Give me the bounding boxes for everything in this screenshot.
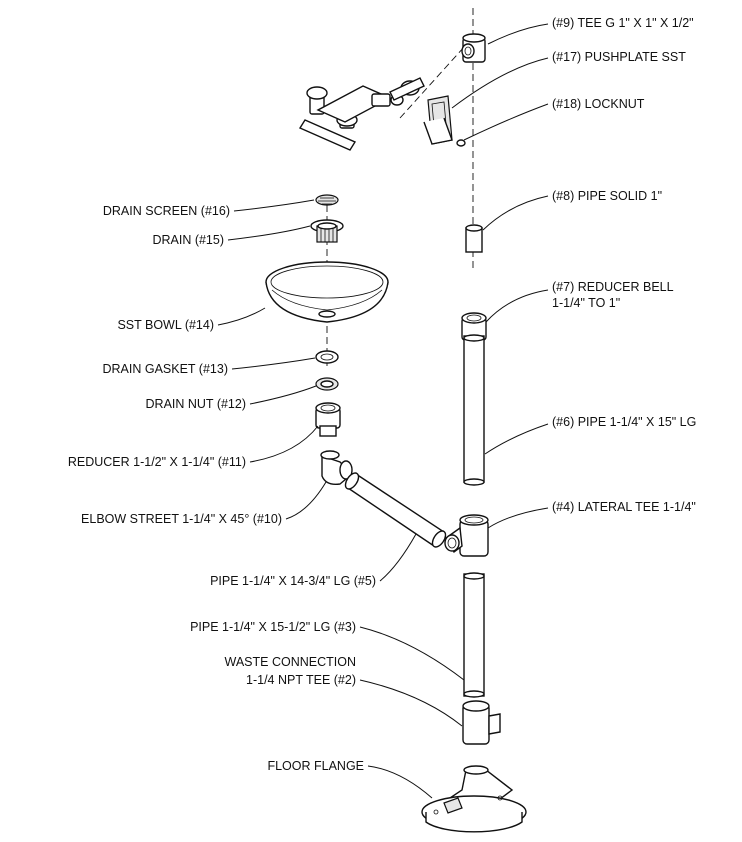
leader-tee — [487, 23, 549, 45]
label-drain-gasket: DRAIN GASKET (#13) — [102, 362, 228, 376]
leader-locknut — [463, 103, 549, 141]
label-drain: DRAIN (#15) — [152, 233, 224, 247]
label-reducer: REDUCER 1-1/2" X 1-1/4" (#11) — [68, 455, 246, 469]
leader-pipe-6 — [484, 423, 549, 455]
leader-pushplate — [451, 57, 549, 109]
label-drain-screen: DRAIN SCREEN (#16) — [103, 204, 230, 218]
leader-lines — [217, 23, 549, 799]
leader-lateral-tee — [487, 507, 549, 529]
label-sst-bowl: SST BOWL (#14) — [117, 318, 214, 332]
floor-flange-part — [421, 765, 527, 833]
locknut-part — [456, 139, 466, 147]
eyewash-head-part — [298, 77, 425, 151]
leader-sst-bowl — [217, 307, 266, 326]
leader-pipe-5 — [379, 533, 417, 582]
label-reducer-bell-line1: (#7) REDUCER BELL — [552, 280, 674, 294]
drain-screen-part — [315, 194, 339, 206]
leader-floor-flange — [367, 765, 433, 799]
label-floor-flange: FLOOR FLANGE — [267, 759, 364, 773]
leader-waste-tee — [359, 679, 463, 727]
waste-tee-part — [462, 700, 501, 745]
label-lateral-tee: (#4) LATERAL TEE 1-1/4" — [552, 500, 696, 514]
label-tee: (#9) TEE G 1" X 1" X 1/2" — [552, 16, 694, 30]
leader-drain — [227, 225, 311, 241]
label-waste-line1: WASTE CONNECTION — [225, 655, 356, 669]
pipe-6-part — [463, 334, 485, 486]
label-waste-line2: 1-1/4 NPT TEE (#2) — [246, 673, 356, 687]
leader-drain-screen — [233, 199, 315, 212]
label-reducer-bell-line2: 1-1/4" TO 1" — [552, 296, 620, 310]
leader-pipe-solid — [482, 195, 549, 231]
pipe-3-part — [463, 572, 485, 698]
leader-reducer — [249, 425, 319, 463]
pipe-solid-part — [465, 224, 483, 253]
pushplate-part — [423, 95, 453, 145]
drain-gasket-part — [315, 350, 339, 364]
label-pipe-solid: (#8) PIPE SOLID 1" — [552, 189, 662, 203]
leader-drain-gasket — [231, 357, 316, 370]
drain-part — [310, 219, 344, 243]
leader-reducer-bell — [485, 289, 549, 323]
label-pipe-6: (#6) PIPE 1-1/4" X 15" LG — [552, 415, 696, 429]
leader-pipe-3 — [359, 626, 465, 681]
leader-elbow — [285, 481, 327, 520]
label-pipe-5: PIPE 1-1/4" X 14-3/4" LG (#5) — [210, 574, 376, 588]
sst-bowl-part — [265, 261, 389, 323]
label-drain-nut: DRAIN NUT (#12) — [146, 397, 246, 411]
head-centerline — [399, 45, 466, 119]
drain-nut-part — [315, 377, 339, 391]
label-pushplate: (#17) PUSHPLATE SST — [552, 50, 686, 64]
label-elbow: ELBOW STREET 1-1/4" X 45° (#10) — [81, 512, 282, 526]
elbow-part — [320, 450, 354, 486]
reducer-bell-part — [461, 312, 487, 341]
lateral-tee-part — [444, 514, 489, 557]
pipe-5-part — [344, 472, 447, 548]
reducer-part — [315, 402, 341, 437]
leader-drain-nut — [249, 385, 317, 405]
label-locknut: (#18) LOCKNUT — [552, 97, 645, 111]
tee-part — [461, 33, 486, 63]
label-pipe-3: PIPE 1-1/4" X 15-1/2" LG (#3) — [190, 620, 356, 634]
